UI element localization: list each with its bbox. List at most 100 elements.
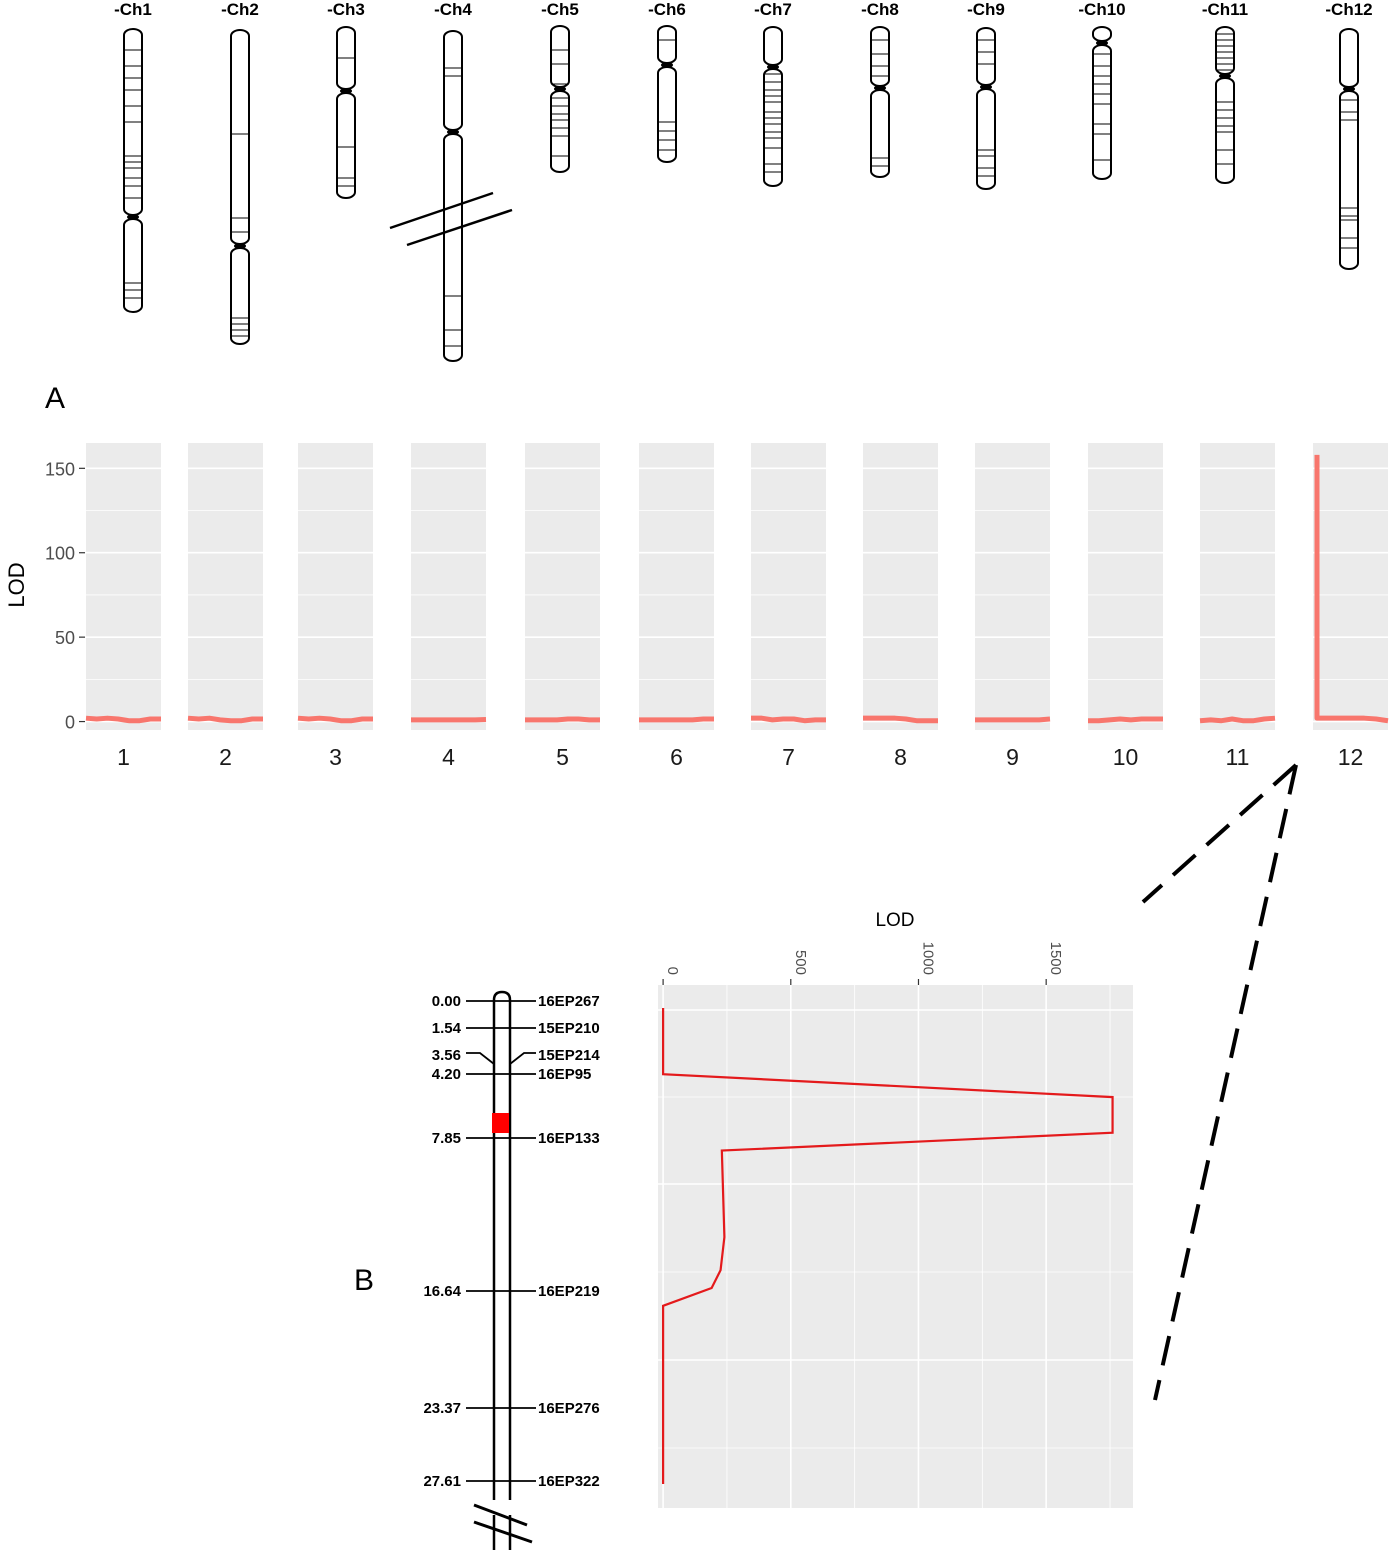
marker-position: 7.85 bbox=[432, 1130, 461, 1147]
centromere bbox=[1219, 73, 1231, 79]
lod-curve bbox=[863, 715, 938, 724]
chromosome-arm-short bbox=[550, 25, 570, 88]
facet-label: 4 bbox=[442, 744, 455, 770]
marker-position: 3.56 bbox=[432, 1047, 461, 1064]
chromosome-arm-long bbox=[1215, 77, 1235, 184]
facet-11: 11 bbox=[1199, 443, 1276, 770]
profile-x-tick-label: 1500 bbox=[1047, 942, 1064, 975]
facet-7: 7 bbox=[751, 443, 826, 770]
chromosome-arm-long bbox=[870, 89, 890, 178]
break-mark bbox=[406, 208, 513, 247]
chromosome-5: -Ch5 bbox=[541, 0, 579, 173]
chromosome-label: -Ch7 bbox=[754, 0, 792, 19]
scan-y-tick-label: 100 bbox=[45, 544, 75, 564]
chromosome-label: -Ch8 bbox=[861, 0, 899, 19]
facet-background bbox=[298, 443, 373, 730]
facet-label: 8 bbox=[894, 744, 907, 770]
centromere bbox=[1343, 86, 1355, 92]
facet-background bbox=[863, 443, 938, 730]
lod-curve bbox=[1088, 716, 1163, 724]
chromosome-2: -Ch2 bbox=[221, 0, 259, 345]
chromosome-label: -Ch11 bbox=[1202, 0, 1248, 19]
marker-name: 15EP214 bbox=[538, 1047, 600, 1064]
centromere bbox=[661, 62, 673, 68]
marker-position: 4.20 bbox=[432, 1066, 461, 1083]
facet-background bbox=[411, 443, 486, 730]
centromere bbox=[340, 88, 352, 94]
chromosome-arm-long bbox=[763, 68, 783, 187]
chromosome-12: -Ch12 bbox=[1325, 0, 1373, 270]
chromosome-label: -Ch3 bbox=[327, 0, 365, 19]
chromosome-arm-long bbox=[976, 88, 996, 190]
facet-6: 6 bbox=[639, 443, 714, 770]
chromosome-1: -Ch1 bbox=[114, 0, 152, 313]
chromosome-7: -Ch7 bbox=[754, 0, 792, 187]
chromosome-label: -Ch2 bbox=[221, 0, 259, 19]
facet-background bbox=[86, 443, 161, 730]
facet-2: 2 bbox=[187, 443, 263, 770]
scan-y-tick-label: 0 bbox=[65, 713, 75, 733]
facet-label: 2 bbox=[219, 744, 232, 770]
marker-name: 16EP219 bbox=[538, 1283, 600, 1300]
chromosome-11: -Ch11 bbox=[1202, 0, 1248, 184]
scan-y-tick-label: 150 bbox=[45, 459, 75, 479]
chromosome-arm-long bbox=[443, 133, 463, 362]
lod-curve bbox=[297, 715, 373, 724]
centromere bbox=[767, 64, 779, 70]
marker-position: 0.00 bbox=[432, 993, 461, 1010]
facet-8: 8 bbox=[863, 443, 938, 770]
centromere bbox=[1096, 40, 1108, 46]
facet-label: 12 bbox=[1338, 744, 1364, 770]
marker-row: 16.64 16EP219 bbox=[423, 1283, 599, 1300]
chromosome-arm-short bbox=[657, 25, 677, 64]
chromosome-arm-long bbox=[1339, 90, 1359, 270]
chromosome-label: -Ch9 bbox=[967, 0, 1005, 19]
panel-b-label: B bbox=[354, 1264, 374, 1297]
chromosome-arm-short bbox=[1092, 26, 1112, 42]
facet-label: 7 bbox=[782, 744, 795, 770]
facet-background bbox=[525, 443, 600, 730]
chromosome-arm-short bbox=[763, 26, 783, 66]
lod-curve bbox=[751, 715, 826, 724]
linkage-chromosome-tail bbox=[492, 1515, 512, 1550]
lod-curve bbox=[1314, 454, 1389, 724]
chromosome-arm-long bbox=[336, 92, 356, 199]
zoom-connector bbox=[1141, 763, 1298, 1401]
break-mark bbox=[389, 191, 494, 230]
chromosome-label: -Ch12 bbox=[1325, 0, 1372, 19]
chromosome-arm-short bbox=[1339, 28, 1359, 88]
centromere bbox=[127, 214, 139, 220]
lod-curve bbox=[975, 716, 1051, 723]
marker-name: 16EP276 bbox=[538, 1400, 600, 1417]
scan-y-axis-title: LOD bbox=[4, 562, 29, 607]
scan-y-tick-label: 50 bbox=[55, 628, 75, 648]
centromere bbox=[234, 243, 246, 249]
facet-label: 6 bbox=[670, 744, 683, 770]
facet-label: 10 bbox=[1113, 744, 1139, 770]
marker-name: 16EP133 bbox=[538, 1130, 600, 1147]
chromosome-label: -Ch6 bbox=[648, 0, 686, 19]
chromosome-arm-short bbox=[976, 27, 996, 86]
lod-curve bbox=[639, 716, 714, 723]
chromosome-6: -Ch6 bbox=[648, 0, 686, 163]
break-mark bbox=[473, 1503, 528, 1527]
facet-label: 5 bbox=[556, 744, 569, 770]
facet-background bbox=[1088, 443, 1163, 730]
lod-curve bbox=[525, 716, 600, 723]
facet-5: 5 bbox=[525, 443, 600, 770]
profile-x-tick-label: 0 bbox=[664, 967, 681, 975]
lod-curve bbox=[1199, 715, 1276, 724]
linkage-chromosome bbox=[492, 990, 512, 1500]
chromosome-arm-long bbox=[657, 66, 677, 163]
lod-curve bbox=[85, 715, 161, 724]
chromosome-label: -Ch10 bbox=[1078, 0, 1125, 19]
marker-position: 16.64 bbox=[423, 1283, 461, 1300]
break-mark bbox=[473, 1520, 533, 1544]
profile-background bbox=[658, 985, 1133, 1508]
